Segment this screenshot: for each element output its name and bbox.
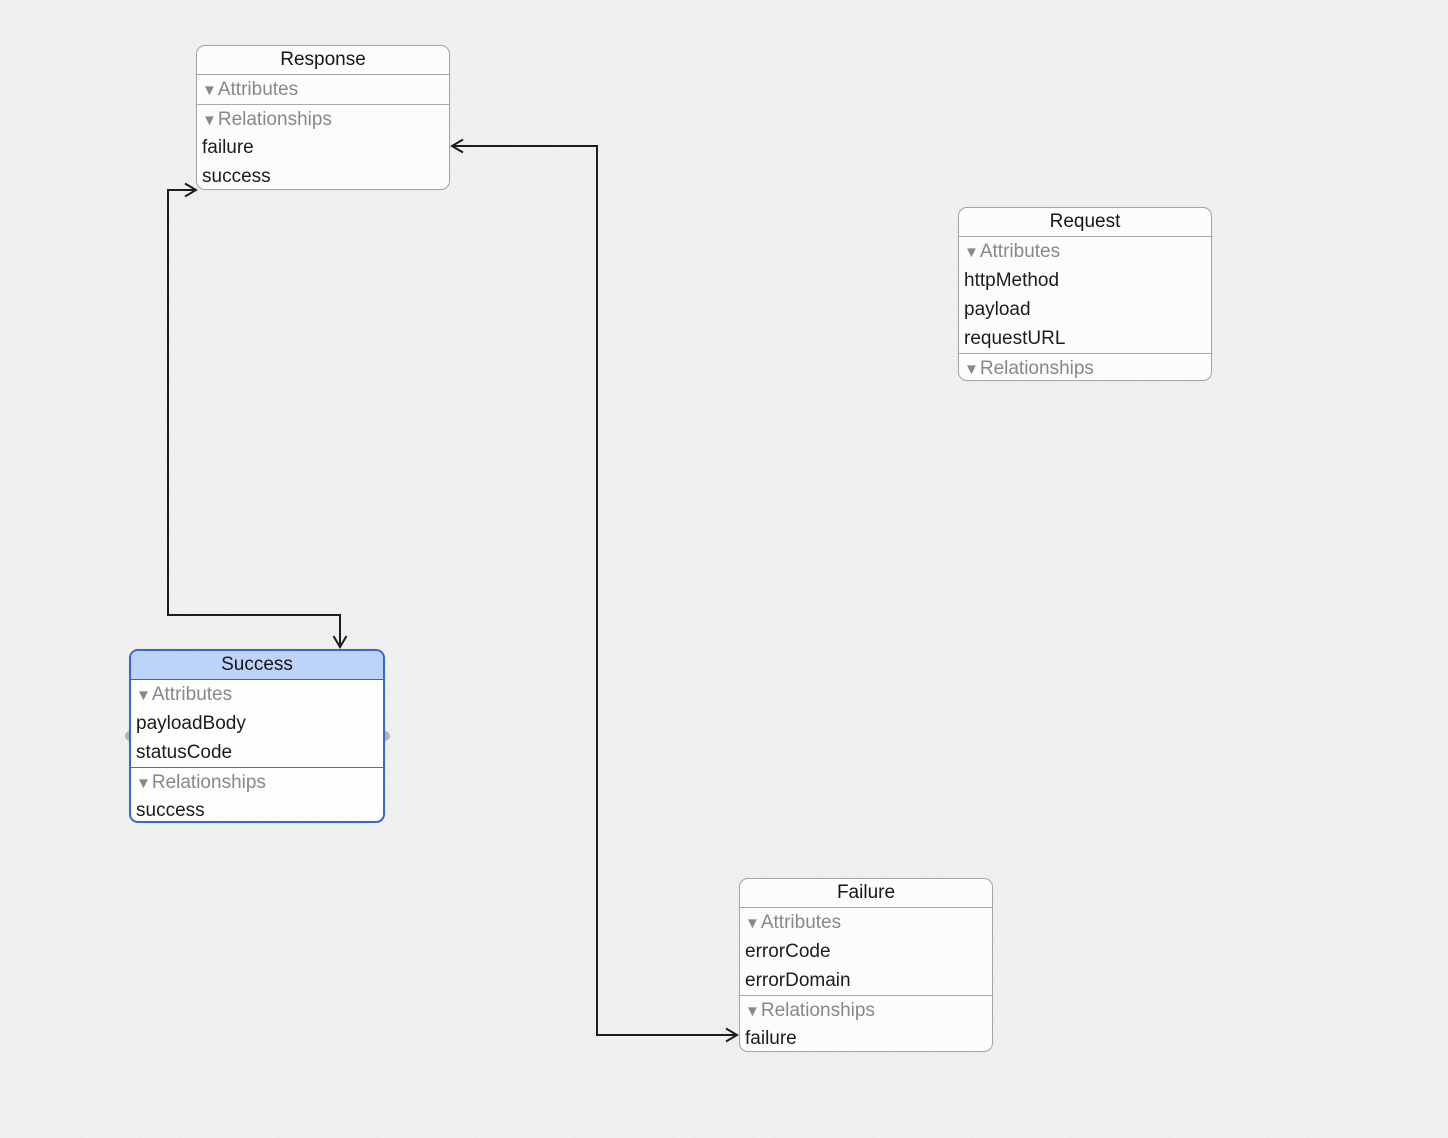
section-header-relationships[interactable]: ▼Relationships	[197, 104, 449, 133]
entity-request[interactable]: Request ▼Attributes httpMethod payload r…	[958, 207, 1212, 381]
disclosure-triangle-icon[interactable]: ▼	[202, 112, 217, 129]
attribute-row-errorcode[interactable]: errorCode	[745, 941, 831, 962]
section-label: Relationships	[151, 772, 266, 793]
section-label: Relationships	[217, 109, 332, 130]
arrowhead-into-response-left	[184, 182, 198, 198]
section-label: Attributes	[217, 79, 299, 100]
entity-success[interactable]: Success ▼Attributes payloadBody statusCo…	[129, 649, 385, 823]
disclosure-triangle-icon[interactable]: ▼	[745, 915, 760, 932]
arrowhead-into-failure-left	[725, 1027, 739, 1043]
entity-title[interactable]: Failure	[740, 879, 992, 908]
entity-response[interactable]: Response ▼Attributes ▼Relationships fail…	[196, 45, 450, 190]
wire-response-failure[interactable]	[452, 145, 737, 1036]
disclosure-triangle-icon[interactable]: ▼	[964, 244, 979, 261]
disclosure-triangle-icon[interactable]: ▼	[202, 82, 217, 99]
disclosure-triangle-icon[interactable]: ▼	[136, 775, 151, 792]
entity-title[interactable]: Response	[197, 46, 449, 75]
section-header-relationships[interactable]: ▼Relationships	[131, 767, 383, 796]
entity-failure[interactable]: Failure ▼Attributes errorCode errorDomai…	[739, 878, 993, 1052]
section-label: Relationships	[979, 358, 1094, 379]
relationship-row-success[interactable]: success	[136, 800, 205, 821]
section-label: Attributes	[979, 241, 1061, 262]
disclosure-triangle-icon[interactable]: ▼	[745, 1003, 760, 1020]
entity-title[interactable]: Request	[959, 208, 1211, 237]
disclosure-triangle-icon[interactable]: ▼	[136, 687, 151, 704]
attribute-row-requesturl[interactable]: requestURL	[964, 328, 1066, 349]
section-header-relationships[interactable]: ▼Relationships	[959, 353, 1211, 380]
attribute-row-httpmethod[interactable]: httpMethod	[964, 270, 1060, 291]
section-header-attributes[interactable]: ▼Attributes	[131, 680, 383, 709]
attribute-row-payload[interactable]: payload	[964, 299, 1031, 320]
section-header-attributes[interactable]: ▼Attributes	[740, 908, 992, 937]
disclosure-triangle-icon[interactable]: ▼	[964, 361, 979, 378]
arrowhead-into-success-top	[332, 635, 348, 649]
entity-title[interactable]: Success	[131, 651, 383, 680]
attribute-row-errordomain[interactable]: errorDomain	[745, 970, 851, 991]
section-header-relationships[interactable]: ▼Relationships	[740, 995, 992, 1024]
relationship-row-failure[interactable]: failure	[745, 1028, 797, 1049]
wire-response-success[interactable]	[167, 189, 341, 647]
arrowhead-into-response-right	[450, 138, 464, 154]
section-label: Attributes	[760, 912, 842, 933]
relationship-row-success[interactable]: success	[202, 166, 271, 187]
attribute-row-payloadbody[interactable]: payloadBody	[136, 713, 246, 734]
section-label: Relationships	[760, 1000, 875, 1021]
section-label: Attributes	[151, 684, 233, 705]
relationship-row-failure[interactable]: failure	[202, 137, 254, 158]
section-header-attributes[interactable]: ▼Attributes	[197, 75, 449, 104]
section-header-attributes[interactable]: ▼Attributes	[959, 237, 1211, 266]
attribute-row-statuscode[interactable]: statusCode	[136, 742, 233, 763]
